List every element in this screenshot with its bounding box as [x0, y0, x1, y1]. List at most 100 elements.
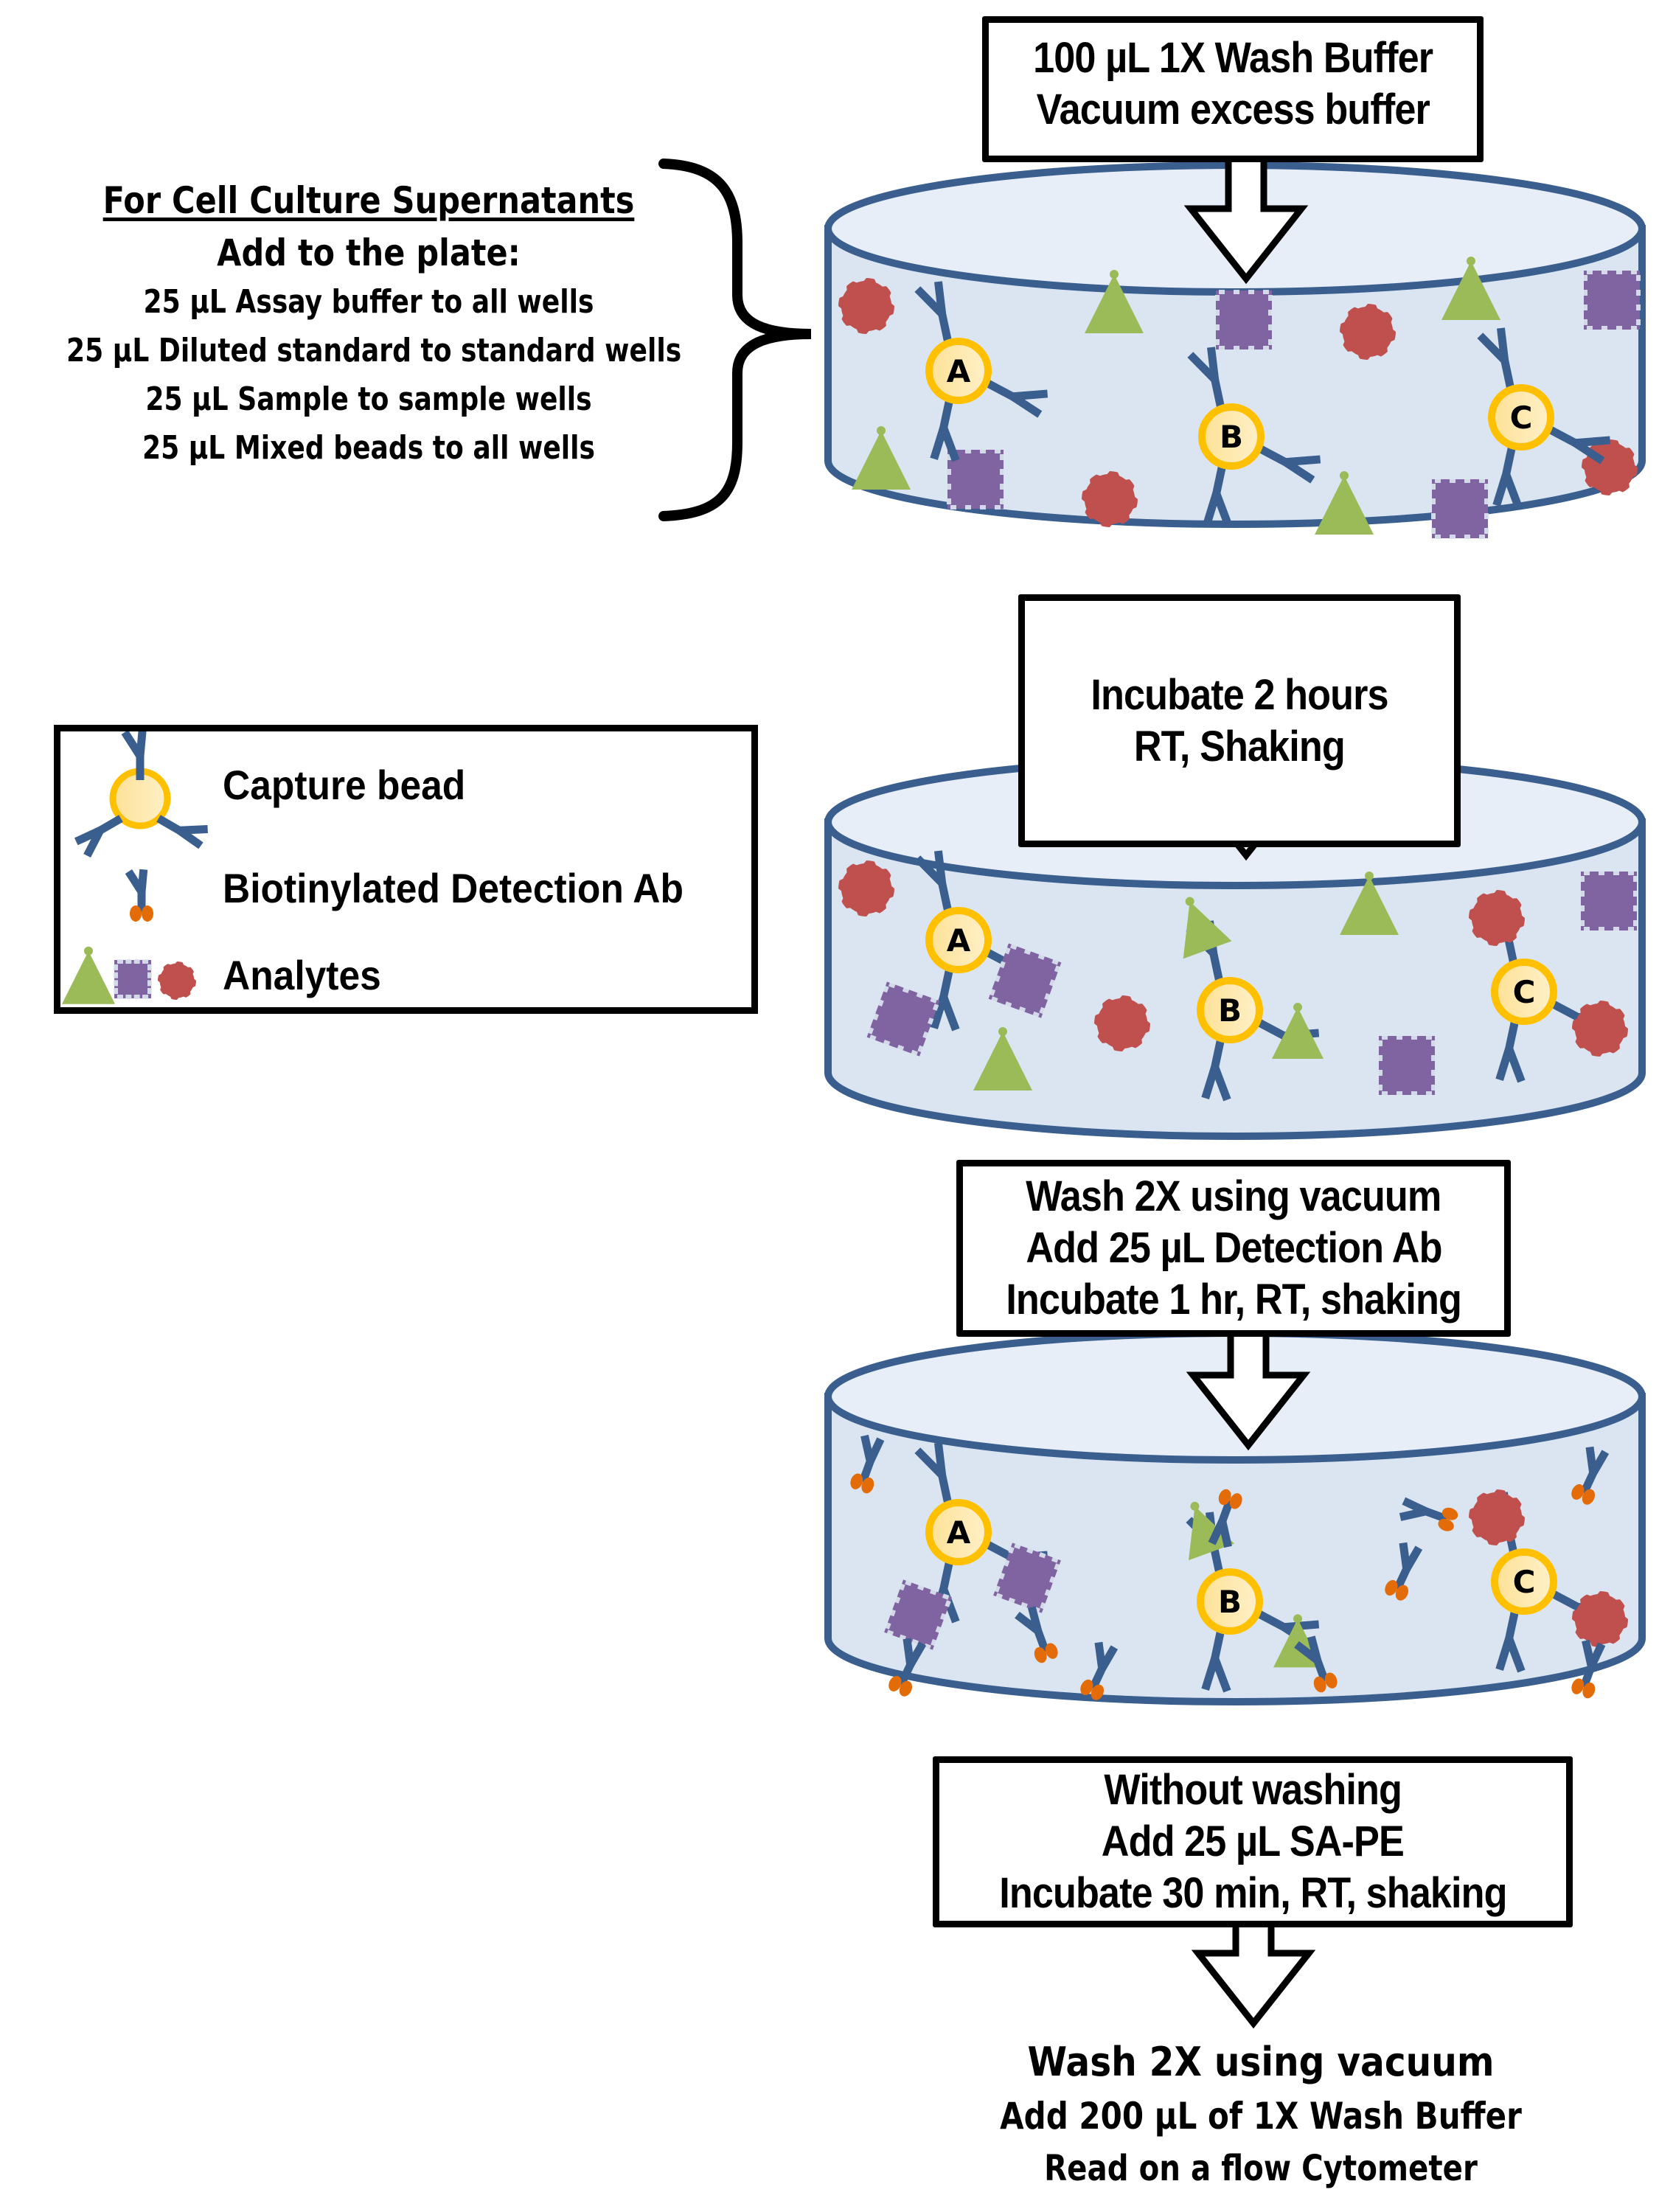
- analytes-icon: [62, 946, 196, 1004]
- analyte-square-icon: [993, 1543, 1061, 1613]
- arrow-step-4: [1191, 1924, 1316, 2029]
- detection-antibody-icon: [1080, 1641, 1119, 1700]
- analyte-circle-icon: [1469, 1489, 1525, 1545]
- biotin-icon: [1324, 1672, 1338, 1688]
- capture-bead-a: A: [925, 907, 992, 973]
- analyte-triangle-icon: [1085, 270, 1144, 333]
- detection-antibody-icon: [125, 869, 153, 922]
- biotin-icon: [142, 905, 153, 922]
- detection-antibody-icon: [1399, 1497, 1458, 1531]
- legend-label-capture-bead: Capture bead: [223, 762, 466, 808]
- bead-label: C: [1513, 974, 1536, 1010]
- biotin-icon: [850, 1473, 863, 1489]
- antibody-icon: [1201, 1628, 1231, 1693]
- final-step-text: Add 200 µL of 1X Wash Buffer: [1000, 2095, 1522, 2138]
- biotin-icon: [1438, 1518, 1454, 1531]
- detection-antibody-icon: [1571, 1446, 1610, 1505]
- arrow-step-1: [1183, 155, 1309, 285]
- biotin-icon: [1034, 1646, 1047, 1663]
- arrow-step-3: [1186, 1335, 1311, 1451]
- step-text: Incubate 2 hours: [1091, 670, 1388, 719]
- step-text: Wash 2X using vacuum: [1026, 1172, 1441, 1220]
- biotin-icon: [1582, 1489, 1596, 1505]
- bead-label: A: [947, 353, 971, 389]
- biotin-icon: [1571, 1678, 1585, 1694]
- antibody-icon: [1495, 1018, 1526, 1083]
- analyte-circle-icon: [1572, 1591, 1628, 1647]
- antibody-icon: [984, 379, 1048, 418]
- analyte-triangle-icon: [973, 1027, 1032, 1091]
- antibody-icon: [1492, 444, 1523, 509]
- analyte-square-icon: [1215, 290, 1273, 350]
- final-step-text: Read on a flow Cytometer: [1044, 2148, 1478, 2189]
- analyte-square-icon: [1431, 479, 1489, 539]
- step-box-detection-ab: Wash 2X using vacuum Add 25 µL Detection…: [956, 1160, 1511, 1337]
- final-step-text: Wash 2X using vacuum: [1027, 2039, 1495, 2085]
- step-text: Incubate 1 hr, RT, shaking: [1006, 1276, 1462, 1324]
- antibody-icon: [1547, 425, 1611, 465]
- analyte-circle-icon: [1094, 995, 1150, 1051]
- analyte-triangle-icon: [1183, 897, 1232, 959]
- analyte-square-icon: [1378, 1035, 1436, 1096]
- antibody-icon: [914, 1442, 953, 1506]
- analyte-square-icon: [1580, 871, 1638, 931]
- capture-bead-b: B: [1197, 977, 1263, 1043]
- capture-bead-b: B: [1198, 403, 1265, 470]
- biotin-icon: [1218, 1489, 1231, 1506]
- biotin-icon: [1571, 1484, 1585, 1500]
- curly-bracket: [658, 159, 812, 521]
- biotin-icon: [1395, 1585, 1409, 1601]
- capture-bead-icon: [1198, 403, 1265, 470]
- analyte-circle-icon: [1082, 471, 1138, 527]
- legend-label-detection-ab: Biotinylated Detection Ab: [223, 865, 684, 911]
- antibody-icon: [74, 815, 123, 858]
- antibody-icon: [930, 397, 960, 462]
- analyte-square-icon: [114, 959, 152, 999]
- capture-bead-icon: [1488, 384, 1554, 451]
- detection-antibody-icon: [1015, 1606, 1058, 1663]
- analyte-square-icon: [884, 1579, 952, 1650]
- antibody-icon: [1477, 327, 1515, 391]
- legend-icons: [62, 729, 208, 1004]
- analyte-circle-icon: [158, 961, 196, 1000]
- step-text: Add 25 µL Detection Ab: [1025, 1224, 1442, 1272]
- step-text: Vacuum excess buffer: [1036, 86, 1430, 133]
- bead-label: B: [1218, 992, 1242, 1029]
- analyte-square-icon: [866, 981, 940, 1057]
- instruction-item: 25 µL Assay buffer to all wells: [143, 283, 594, 321]
- detection-antibody-icon: [888, 1638, 927, 1697]
- sample-instructions: For Cell Culture Supernatants Add to the…: [0, 173, 737, 473]
- analyte-circle-icon: [1469, 890, 1525, 946]
- analyte-triangle-icon: [1340, 872, 1399, 935]
- analyte-triangle-icon: [852, 426, 911, 490]
- antibody-icon: [914, 281, 953, 344]
- step-box-incubate: Incubate 2 hours RT, Shaking: [1018, 594, 1461, 847]
- capture-bead-icon: [1491, 1548, 1557, 1615]
- step-text: Add 25 µL SA-PE: [1101, 1818, 1405, 1865]
- biotin-icon: [1385, 1579, 1398, 1596]
- biotin-icon: [1313, 1676, 1326, 1693]
- antibody-icon: [121, 729, 147, 780]
- legend: Capture bead Biotinylated Detection Ab A…: [54, 725, 758, 1014]
- capture-bead-icon: [1197, 977, 1263, 1043]
- capture-bead-c: C: [1491, 959, 1557, 1025]
- bead-label: A: [947, 1514, 971, 1551]
- analyte-triangle-icon: [1189, 1501, 1235, 1561]
- antibody-icon: [1201, 1037, 1231, 1102]
- step-box-sa-pe: Without washing Add 25 µL SA-PE Incubate…: [933, 1756, 1573, 1927]
- well-1: A B C: [824, 161, 1646, 539]
- biotin-icon: [1582, 1682, 1596, 1699]
- analyte-circle-icon: [1340, 304, 1396, 360]
- step-text: Incubate 30 min, RT, shaking: [998, 1869, 1507, 1917]
- capture-bead-icon: [925, 907, 992, 973]
- capture-bead-icon: [1491, 959, 1557, 1025]
- antibody-icon: [1187, 347, 1225, 410]
- capture-bead-c: C: [1488, 384, 1554, 451]
- biotin-icon: [1441, 1507, 1458, 1520]
- analyte-triangle-icon: [62, 946, 115, 1004]
- biotin-icon: [888, 1675, 902, 1691]
- step-text: RT, Shaking: [1134, 722, 1346, 771]
- antibody-icon: [156, 815, 208, 849]
- instruction-item: 25 µL Mixed beads to all wells: [142, 429, 596, 467]
